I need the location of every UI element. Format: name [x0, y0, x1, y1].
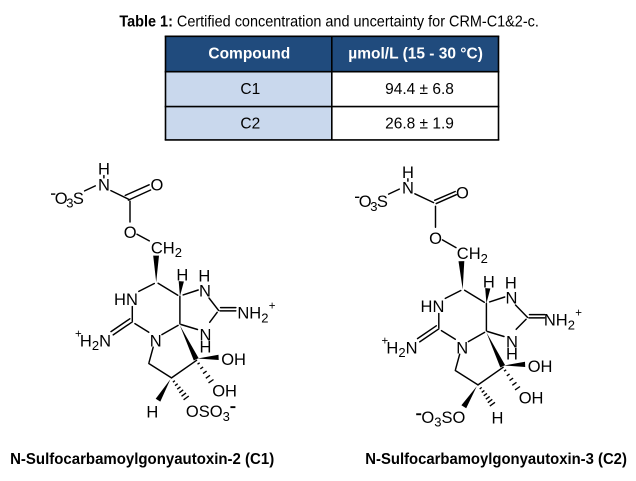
svg-text:H: H: [505, 275, 517, 293]
svg-text:H: H: [146, 404, 158, 422]
svg-text:CH2: CH2: [151, 240, 182, 261]
svg-text:HN: HN: [114, 291, 138, 309]
svg-text:H2N: H2N: [80, 332, 111, 353]
svg-text:N: N: [199, 283, 211, 301]
svg-text:N: N: [402, 180, 414, 198]
svg-text:H: H: [98, 161, 110, 179]
svg-text:N: N: [98, 176, 110, 194]
svg-text:+: +: [269, 300, 276, 312]
svg-text:+: +: [381, 335, 388, 347]
svg-text:N: N: [505, 290, 517, 308]
svg-text:N: N: [200, 327, 212, 345]
svg-text:OSO3: OSO3: [186, 403, 230, 424]
svg-text:N: N: [150, 332, 162, 350]
svg-text:O: O: [429, 230, 442, 248]
svg-text:3: 3: [66, 196, 73, 211]
svg-text:H2N: H2N: [386, 339, 417, 360]
svg-text:N-Sulfocarbamoylgonyautoxin-3: N-Sulfocarbamoylgonyautoxin-3 (C2): [365, 451, 627, 468]
svg-text:C2: C2: [240, 116, 260, 133]
svg-text:H: H: [492, 410, 504, 428]
svg-text:O: O: [150, 177, 163, 195]
svg-text:H: H: [483, 273, 495, 291]
svg-text:+: +: [75, 328, 82, 340]
svg-text:Table 1: Certified concentrati: Table 1: Certified concentration and unc…: [119, 14, 539, 31]
svg-text:26.8 ± 1.9: 26.8 ± 1.9: [385, 116, 454, 133]
svg-text:NH2: NH2: [544, 312, 575, 333]
svg-text:NH2: NH2: [237, 305, 268, 326]
svg-text:N-Sulfocarbamoylgonyautoxin-2: N-Sulfocarbamoylgonyautoxin-2 (C1): [10, 451, 274, 468]
svg-text:+: +: [575, 307, 582, 319]
svg-text:µmol/L (15 - 30 °C): µmol/L (15 - 30 °C): [348, 46, 483, 63]
svg-text:C1: C1: [240, 81, 260, 98]
svg-text:O: O: [124, 224, 137, 242]
svg-text:N: N: [456, 339, 468, 357]
svg-text:HN: HN: [421, 298, 445, 316]
svg-text:94.4 ± 6.8: 94.4 ± 6.8: [385, 81, 454, 98]
svg-text:N: N: [506, 334, 518, 352]
svg-text:CH2: CH2: [457, 245, 488, 266]
svg-text:O: O: [55, 190, 68, 208]
svg-text:H: H: [200, 339, 212, 357]
svg-text:S: S: [377, 193, 388, 211]
svg-text:H: H: [402, 164, 414, 182]
svg-text:Compound: Compound: [208, 46, 290, 63]
svg-text:O: O: [359, 193, 372, 211]
svg-text:OH: OH: [528, 358, 553, 376]
svg-text:3: 3: [370, 199, 377, 214]
svg-text:H: H: [506, 346, 518, 364]
svg-text:H: H: [198, 268, 210, 286]
svg-text:O3SO: O3SO: [421, 409, 465, 430]
svg-text:H: H: [176, 266, 188, 284]
svg-text:S: S: [73, 190, 84, 208]
svg-text:OH: OH: [221, 351, 246, 369]
svg-text:OH: OH: [212, 383, 237, 401]
svg-text:O: O: [456, 184, 469, 202]
svg-text:OH: OH: [519, 390, 544, 408]
